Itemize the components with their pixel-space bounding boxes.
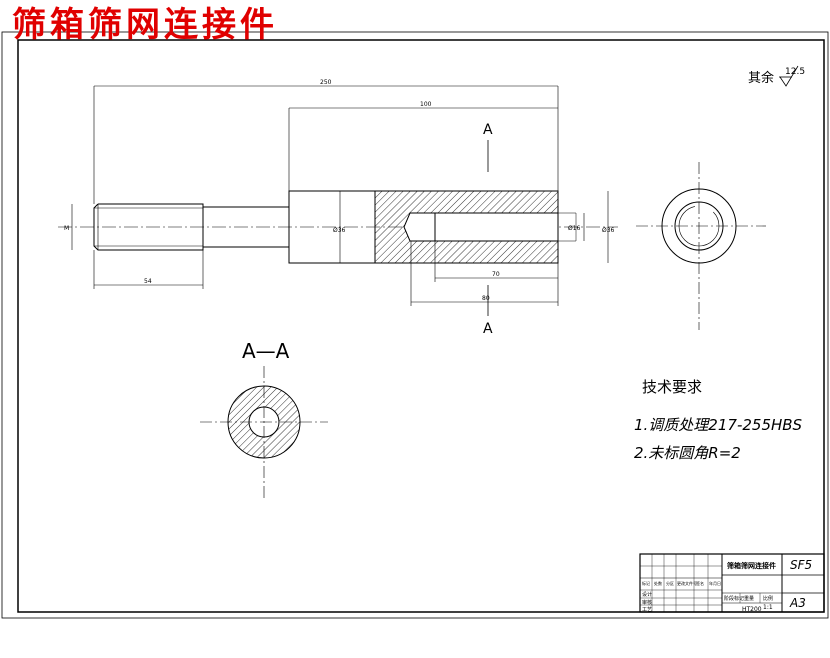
tb-material: HT200 [742,606,762,613]
front-view [58,190,618,264]
side-outer-circle [661,188,737,264]
tech-req-item-1: 1.调质处理217-255HBS [634,416,803,434]
dim-thread-length: 54 [144,278,152,285]
cut-label-bottom: A [483,321,493,337]
tb-header-1: 处数 [654,580,662,586]
bore [403,212,436,242]
tb-role-1: 审核 [642,599,652,606]
tb-header-2: 分区 [666,580,674,586]
outer-border [1,31,829,619]
roughness-value: 12.5 [785,67,805,77]
roughness-check-icon [779,65,799,87]
dim-bore-depth-2: 80 [482,295,490,302]
dim-bore-depth: 70 [492,271,500,278]
dimension-texts: 250 100 54 70 80 M Ø36 Ø16 Ø36 [64,79,615,302]
section-view-title: A—A [242,339,290,363]
side-inner-circle [674,201,724,251]
tb-stage-1: 重量 [744,595,754,602]
tb-role-0: 设计 [642,591,652,598]
tb-scale: 1:1 [763,604,773,611]
tb-drawing-code: SF5 [790,558,812,572]
tb-role-2: 工艺 [642,607,652,613]
tb-header-0: 标记 [642,580,650,586]
tech-req-item-2: 2.未标圆角R=2 [634,444,741,462]
dimension-lines [71,85,609,306]
dim-bore-diameter: Ø16 [568,225,581,232]
side-thread-circle [678,205,720,247]
section-cut-marker: A A [483,122,493,337]
roughness-symbol: 其余 12.5 [748,65,805,87]
tb-stage-2: 比例 [763,595,773,602]
roughness-label: 其余 [748,70,774,86]
tb-sheet-size: A3 [789,596,806,610]
side-view [636,162,766,330]
title-overlay: 筛箱筛网连接件 [12,5,278,45]
cut-label-top: A [483,122,493,138]
dim-outer-diameter: Ø36 [602,227,615,234]
dim-thread-diameter: M [64,225,69,232]
title-block-text: 标记 处数 分区 更改文件号 签名 年月日 设计 审核 工艺 阶段标记 重量 比… [642,558,812,613]
dim-body-length: 100 [420,101,432,108]
section-view-aa: A—A [200,339,328,500]
tb-stage-0: 阶段标记 [724,595,744,602]
dim-overall-length: 250 [320,79,332,86]
tb-part-name: 筛箱筛网连接件 [727,561,776,570]
tb-header-3: 更改文件号 [677,580,697,586]
technical-requirements: 技术要求 1.调质处理217-255HBS 2.未标圆角R=2 [634,378,803,462]
tech-req-heading: 技术要求 [642,378,702,396]
title-block [639,553,825,613]
tb-header-4: 签名 [696,580,704,586]
inner-frame [17,39,825,613]
tb-header-5: 年月日 [709,580,721,586]
dim-body-diameter: Ø36 [333,227,346,234]
